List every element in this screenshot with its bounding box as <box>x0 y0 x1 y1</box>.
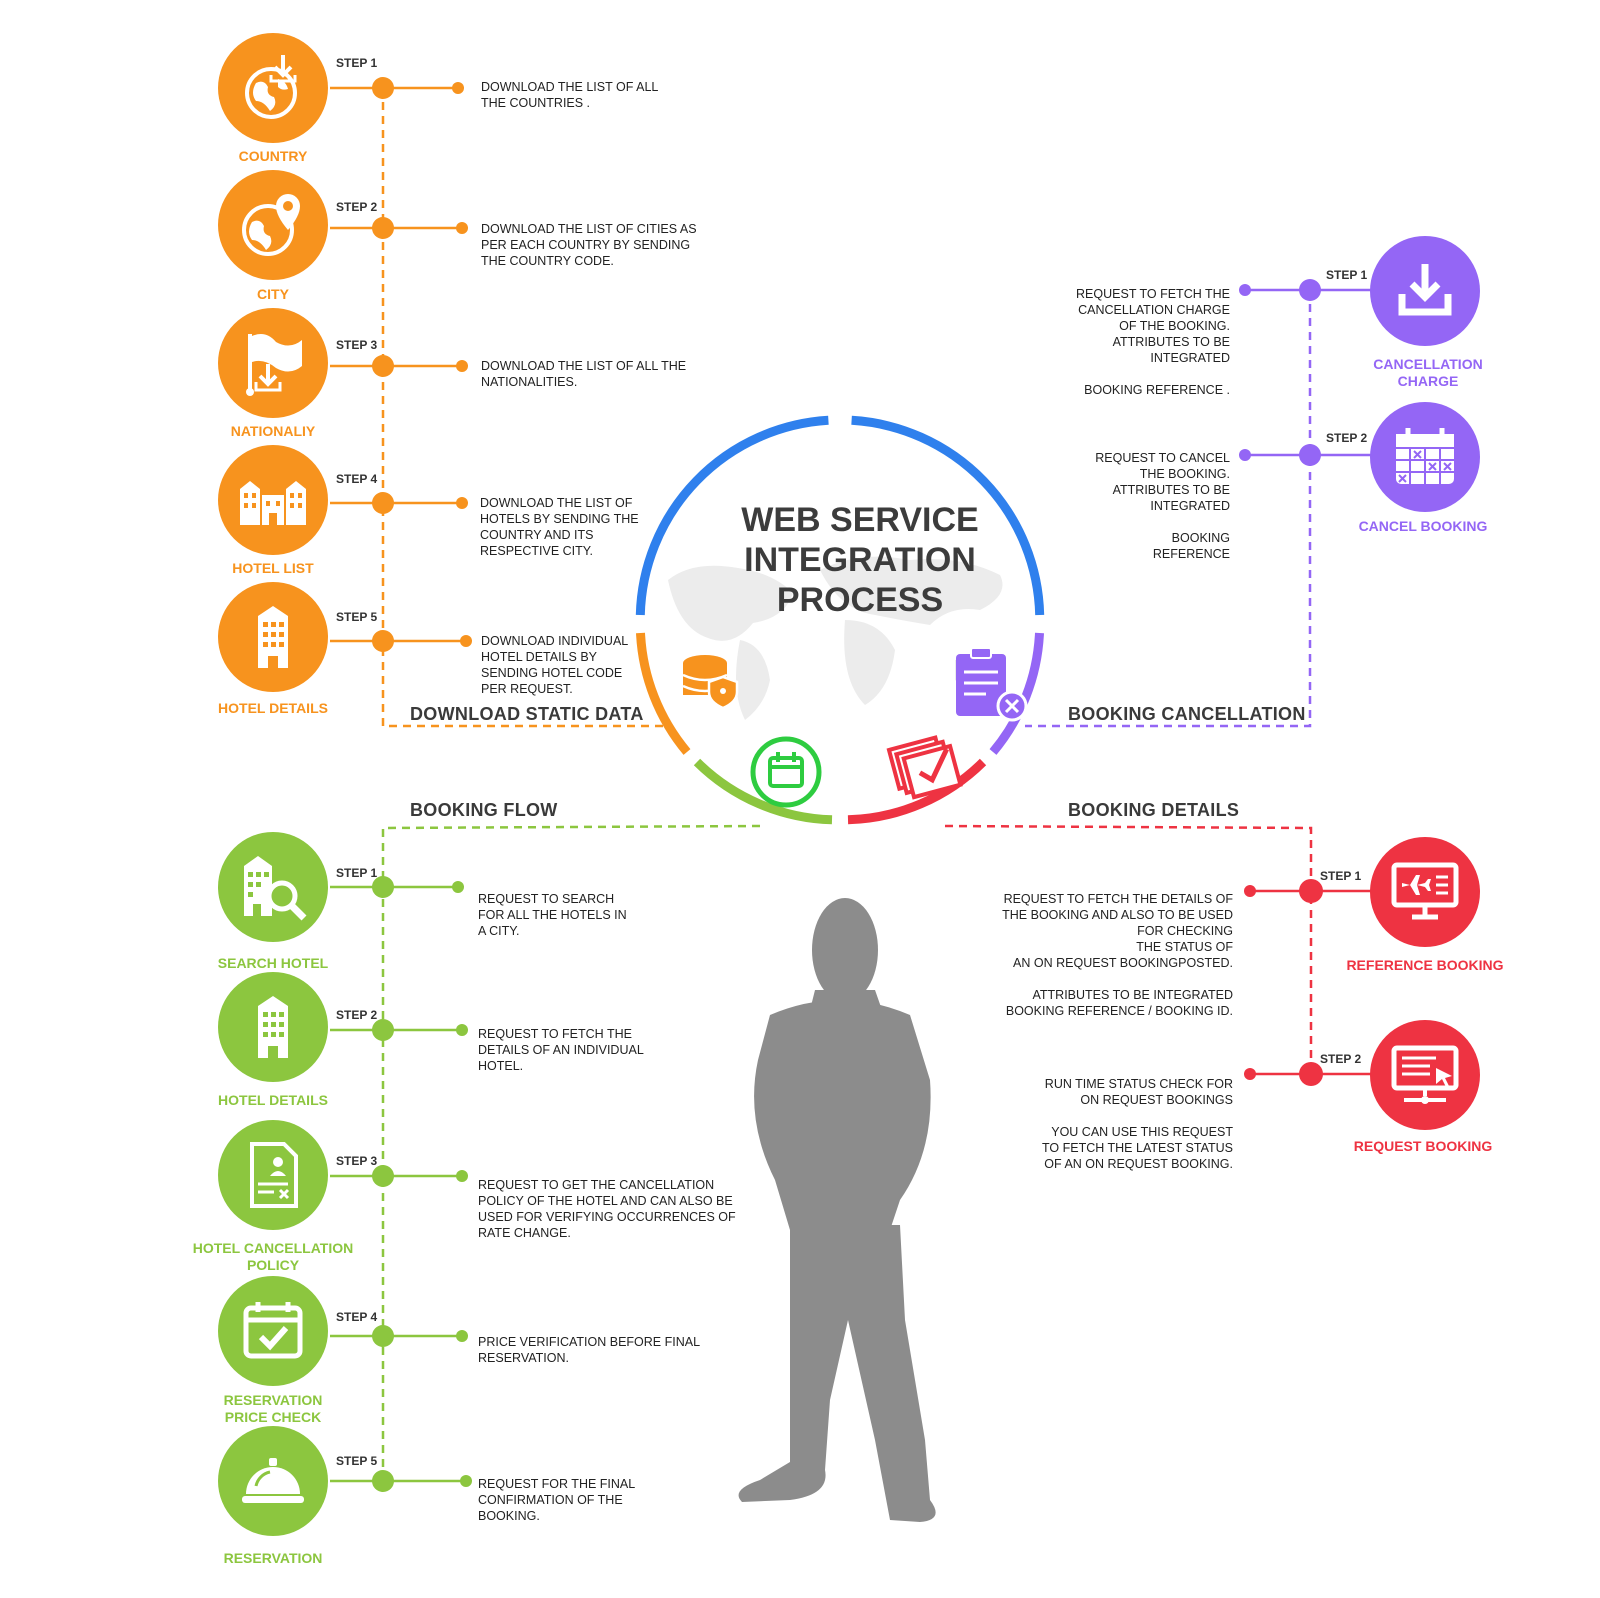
monitor-plane-icon <box>1370 837 1480 947</box>
step-label-nationaliy: NATIONALIY <box>230 423 316 439</box>
ring-purple <box>989 632 1044 755</box>
section-heading-booking-details: BOOKING DETAILS <box>1068 800 1240 820</box>
step-label-country: COUNTRY <box>238 148 308 164</box>
step-number: STEP 2 <box>1326 431 1368 445</box>
hotel-building-icon <box>218 972 328 1082</box>
step-label-reservation-price-check: RESERVATION PRICE CHECK <box>223 1392 323 1425</box>
step-description: DOWNLOAD THE LIST OF CITIES AS PER EACH … <box>481 222 697 268</box>
step-number: STEP 4 <box>336 472 378 486</box>
step-description: PRICE VERIFICATION BEFORE FINAL RESERVAT… <box>478 1335 701 1365</box>
step-number: STEP 1 <box>1320 869 1362 883</box>
world-map-icon <box>668 556 1003 720</box>
step-number: STEP 4 <box>336 1310 378 1324</box>
step-label-hotel-details: HOTEL DETAILS <box>218 700 328 716</box>
calendar-icon <box>750 736 822 808</box>
step-description: REQUEST TO CANCEL THE BOOKING. ATTRIBUTE… <box>1095 451 1230 561</box>
step-description: RUN TIME STATUS CHECK FOR ON REQUEST BOO… <box>1042 1077 1233 1171</box>
service-bell-icon <box>218 1426 328 1536</box>
step-label-request-booking: REQUEST BOOKING <box>1353 1138 1493 1154</box>
download-tray-icon <box>1370 236 1480 346</box>
step-number: STEP 3 <box>336 338 378 352</box>
step-number: STEP 2 <box>336 1008 378 1022</box>
businessman-silhouette-icon <box>738 898 936 1522</box>
checked-papers-icon <box>886 735 963 800</box>
step-number: STEP 1 <box>336 866 378 880</box>
step-label-city: CITY <box>257 286 289 302</box>
monitor-cursor-icon <box>1370 1020 1480 1130</box>
step-description: REQUEST TO FETCH THE CANCELLATION CHARGE… <box>1076 287 1230 397</box>
step-label-search-hotel: SEARCH HOTEL <box>217 955 329 971</box>
database-shield-icon <box>682 655 739 710</box>
hotel-search-icon <box>218 832 328 942</box>
flag-download-icon <box>218 308 328 418</box>
step-number: STEP 3 <box>336 1154 378 1168</box>
step-number: STEP 5 <box>336 610 378 624</box>
calendar-cancel-icon <box>1370 402 1480 512</box>
step-description: REQUEST FOR THE FINAL CONFIRMATION OF TH… <box>478 1477 636 1523</box>
step-description: DOWNLOAD THE LIST OF HOTELS BY SENDING T… <box>480 496 639 558</box>
step-description: DOWNLOAD INDIVIDUAL HOTEL DETAILS BY SEN… <box>481 634 629 696</box>
ring-blue-right <box>851 415 1045 616</box>
step-description: REQUEST TO SEARCH FOR ALL THE HOTELS IN … <box>478 892 627 938</box>
step-number: STEP 1 <box>336 56 378 70</box>
calendar-check-icon <box>218 1276 328 1386</box>
step-label-hotel-list: HOTEL LIST <box>232 560 314 576</box>
step-description: REQUEST TO FETCH THE DETAILS OF THE BOOK… <box>1002 892 1233 1018</box>
step-label-cancel-booking: CANCEL BOOKING <box>1358 518 1488 534</box>
section-heading-download-static-data: DOWNLOAD STATIC DATA <box>410 704 644 724</box>
step-number: STEP 5 <box>336 1454 378 1468</box>
hotels-icon <box>218 445 328 555</box>
step-description: REQUEST TO FETCH THE DETAILS OF AN INDIV… <box>478 1027 644 1073</box>
globe-download-icon <box>218 33 328 143</box>
step-number: STEP 2 <box>336 200 378 214</box>
clipboard-cancel-icon <box>956 647 1028 722</box>
ring-blue-left <box>635 415 829 616</box>
ring-red <box>847 758 987 825</box>
step-number: STEP 1 <box>1326 268 1368 282</box>
hotel-building-icon <box>218 582 328 692</box>
step-label-reference-booking: REFERENCE BOOKING <box>1346 957 1504 973</box>
ring-green <box>693 758 833 825</box>
step-description: DOWNLOAD THE LIST OF ALL THE NATIONALITI… <box>481 359 687 389</box>
step-number: STEP 2 <box>1320 1052 1362 1066</box>
section-heading-booking-cancellation: BOOKING CANCELLATION <box>1068 704 1306 724</box>
step-label-hotel-cancellation-policy: HOTEL CANCELLATION POLICY <box>192 1240 354 1273</box>
section-heading-booking-flow: BOOKING FLOW <box>410 800 558 820</box>
step-description: REQUEST TO GET THE CANCELLATION POLICY O… <box>478 1178 736 1240</box>
step-description: DOWNLOAD THE LIST OF ALL THE COUNTRIES . <box>481 80 659 110</box>
globe-pin-icon <box>218 170 328 280</box>
ring-orange <box>636 632 691 755</box>
step-label-cancellation-charge: CANCELLATION CHARGE <box>1373 356 1483 389</box>
policy-document-icon <box>218 1120 328 1230</box>
step-label-hotel-details: HOTEL DETAILS <box>218 1092 328 1108</box>
page-title: WEB SERVICE INTEGRATION PROCESS <box>741 501 979 619</box>
step-label-reservation: RESERVATION <box>223 1550 323 1566</box>
